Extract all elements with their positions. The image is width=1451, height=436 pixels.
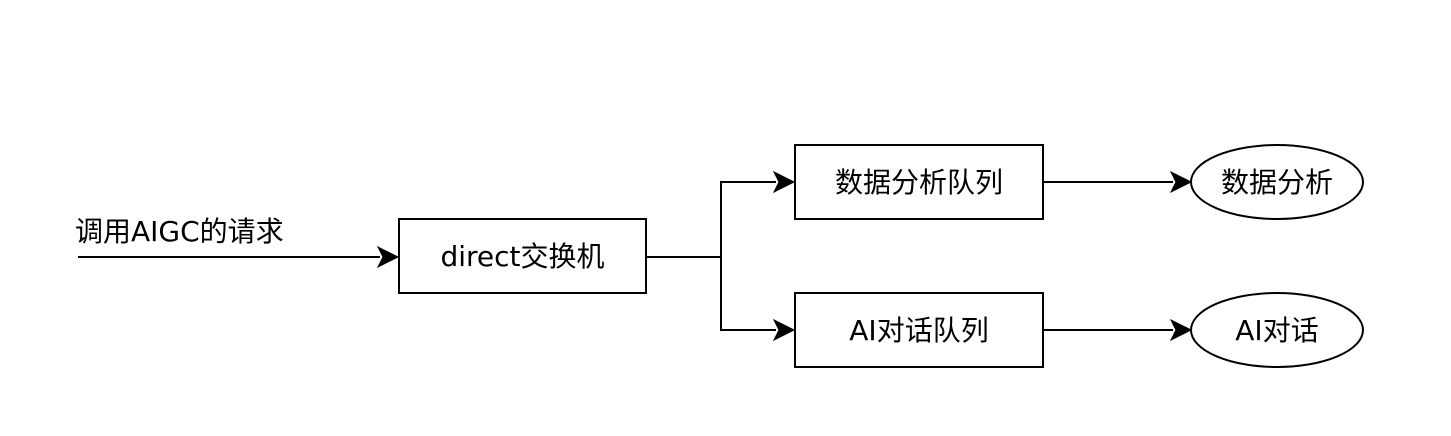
- ai-chat-consumer-node: [1190, 292, 1364, 368]
- input-arrowhead: [376, 245, 400, 269]
- ai-chat-consumer-label: AI对话: [1235, 314, 1318, 347]
- edge-exchange-to-ai-queue: [720, 257, 776, 331]
- exchange-label: direct交换机: [440, 240, 604, 273]
- data-analysis-consumer-label: 数据分析: [1221, 166, 1333, 199]
- ai-chat-queue-node: [794, 292, 1044, 368]
- data-analysis-queue-label: 数据分析队列: [835, 166, 1003, 199]
- ai-queue-arrowhead: [772, 318, 796, 342]
- ai-chat-queue-label: AI对话队列: [849, 314, 988, 347]
- data-analysis-queue-node: [794, 144, 1044, 220]
- ai-consumer-arrowhead: [1169, 318, 1193, 342]
- data-queue-arrowhead: [772, 170, 796, 194]
- data-analysis-consumer-node: [1190, 144, 1364, 220]
- data-consumer-arrowhead: [1169, 170, 1193, 194]
- exchange-node: [398, 218, 647, 294]
- input-label: 调用AIGC的请求: [75, 215, 284, 248]
- edge-exchange-to-data-queue: [647, 181, 776, 258]
